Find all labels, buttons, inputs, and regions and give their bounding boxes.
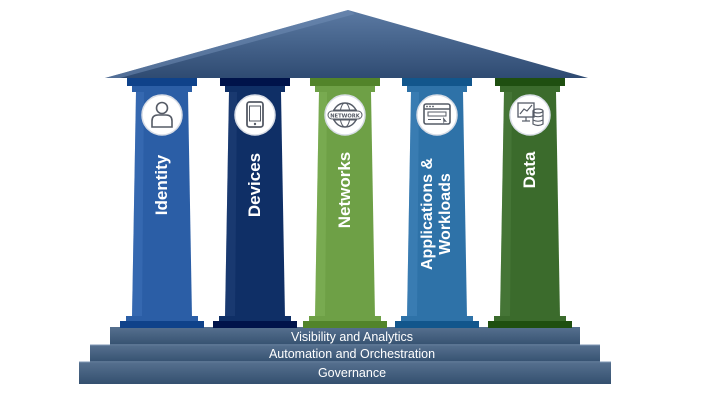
pillar-shaft-highlight [315, 92, 327, 318]
step-automation [90, 345, 600, 363]
pillar-devices [213, 78, 297, 328]
pillar-plinth [120, 321, 204, 328]
roof [105, 10, 588, 78]
network-globe-icon: NETWORK [324, 94, 366, 136]
pillar-shaft [500, 92, 560, 318]
pillar-plinth [303, 321, 387, 328]
tablet-icon [234, 94, 276, 136]
foundation-visibility: Visibility and Analytics [290, 330, 414, 344]
pillar-label-networks: Networks [335, 151, 354, 229]
pillar-plinth [213, 321, 297, 328]
pillar-capital-lower [225, 86, 285, 92]
pillar-shaft [407, 92, 467, 318]
pillar-capital-lower [500, 86, 560, 92]
pillar-capital-lower [132, 86, 192, 92]
pillar-base [494, 316, 566, 322]
pillar-capital [127, 78, 197, 86]
pillar-shaft [225, 92, 285, 318]
pillar-capital [220, 78, 290, 86]
pillar-plinth [395, 321, 479, 328]
pillar-shaft-highlight [132, 92, 144, 318]
step-visibility [110, 327, 580, 346]
foundation-automation: Automation and Orchestration [268, 347, 436, 361]
pillar-label-applications: Applications & Workloads [419, 157, 454, 271]
pillar-base [219, 316, 291, 322]
roof-highlight [105, 10, 355, 78]
pillar-applications [395, 78, 479, 328]
pillar-capital-lower [407, 86, 467, 92]
step-governance [79, 362, 611, 384]
pillar-label-devices: Devices [245, 152, 264, 218]
pillar-shaft-highlight [500, 92, 512, 318]
pillar-identity [120, 78, 204, 328]
browser-window-icon [416, 94, 458, 136]
pillar-base [126, 316, 198, 322]
database-chart-icon [509, 94, 551, 136]
pillar-plinth [488, 321, 572, 328]
pillar-capital [402, 78, 472, 86]
network-icon-text: NETWORK [330, 113, 361, 119]
pillar-base [401, 316, 473, 322]
person-icon [141, 94, 183, 136]
pillar-capital [310, 78, 380, 86]
pillar-shaft [315, 92, 375, 318]
pillar-networks: NETWORK [303, 78, 387, 328]
pillar-shaft [132, 92, 192, 318]
pillar-data [488, 78, 572, 328]
pillar-shaft-highlight [407, 92, 419, 318]
pillar-base [309, 316, 381, 322]
pillar-capital-lower [315, 86, 375, 92]
pillar-label-identity: Identity [152, 154, 171, 216]
pillar-shaft-highlight [225, 92, 237, 318]
pillars: NETWORK [120, 78, 572, 328]
pillar-label-data: Data [520, 151, 539, 189]
pillar-capital [495, 78, 565, 86]
foundation-governance: Governance [317, 366, 387, 380]
